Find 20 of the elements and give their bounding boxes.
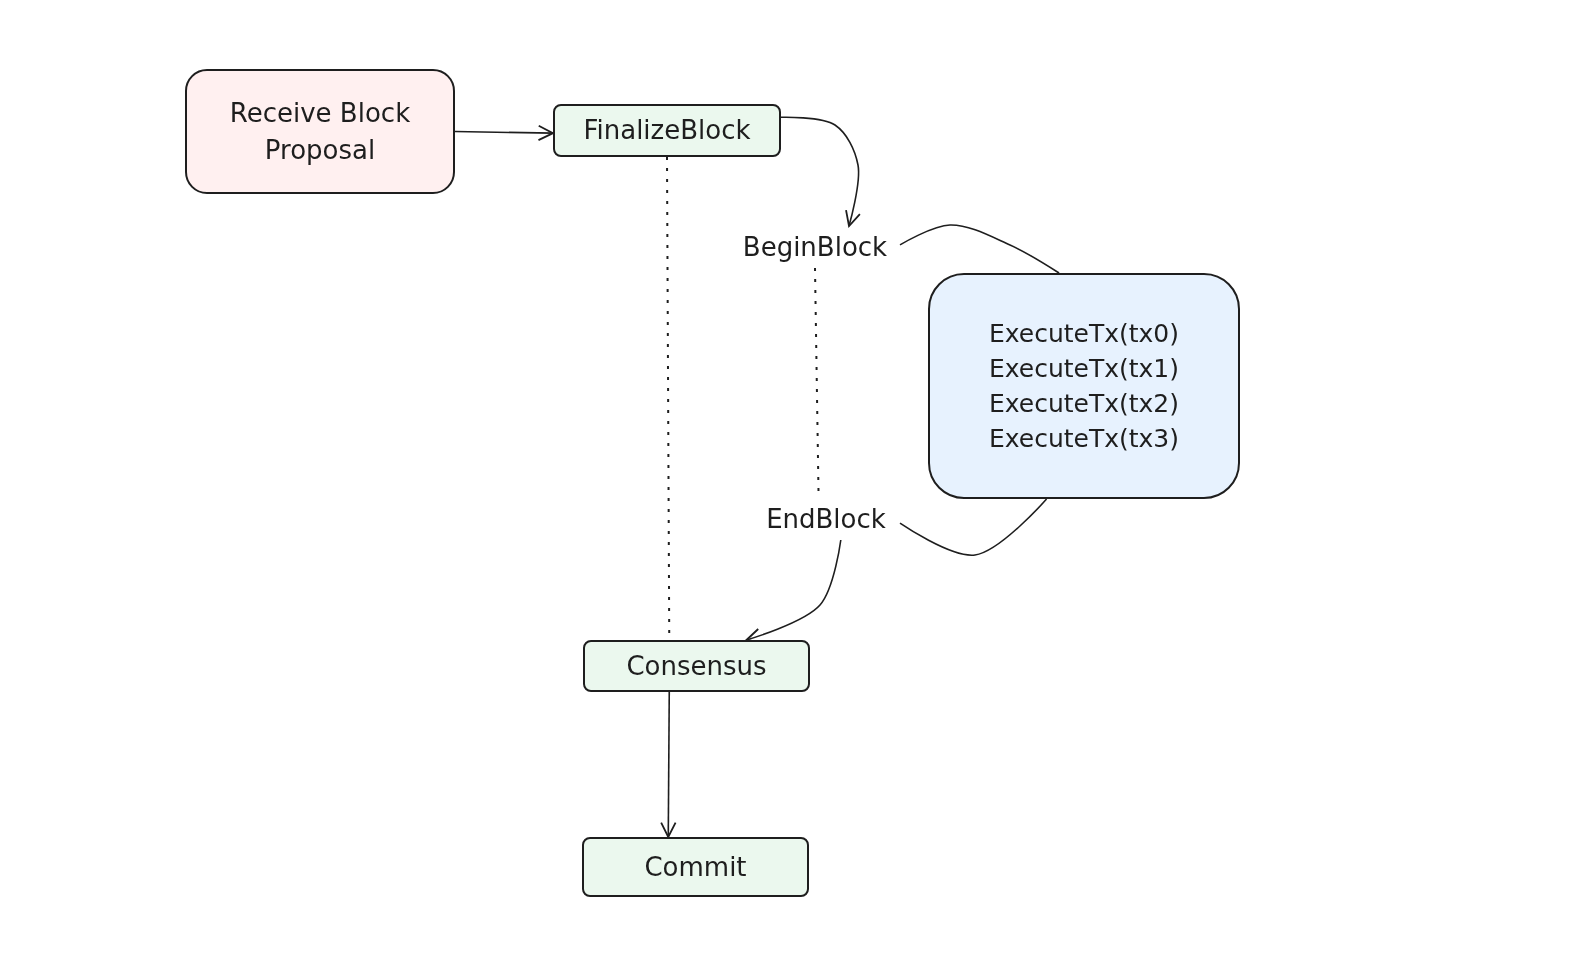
transactions-box (928, 273, 1240, 499)
step-label: EndBlock (766, 502, 886, 536)
process-box (185, 69, 455, 194)
curved-line (899, 498, 1048, 556)
process-box (583, 640, 810, 692)
arrow (660, 691, 677, 838)
arrow (454, 124, 554, 141)
arrow (780, 116, 861, 227)
box-text: ExecuteTx(tx1) (988, 353, 1180, 385)
box-text: ExecuteTx(tx0) (988, 318, 1180, 350)
box-text: FinalizeBlock (583, 114, 751, 148)
curved-line (899, 224, 1060, 274)
box-text: Receive Block Proposal (228, 97, 412, 167)
box-text: ExecuteTx(tx2) (988, 388, 1180, 420)
process-box (553, 104, 781, 157)
box-text: ExecuteTx(tx3) (988, 423, 1180, 455)
step-label: BeginBlock (742, 230, 888, 264)
process-box (582, 837, 809, 897)
box-text: Consensus (626, 649, 767, 683)
box-text: Commit (644, 850, 747, 884)
